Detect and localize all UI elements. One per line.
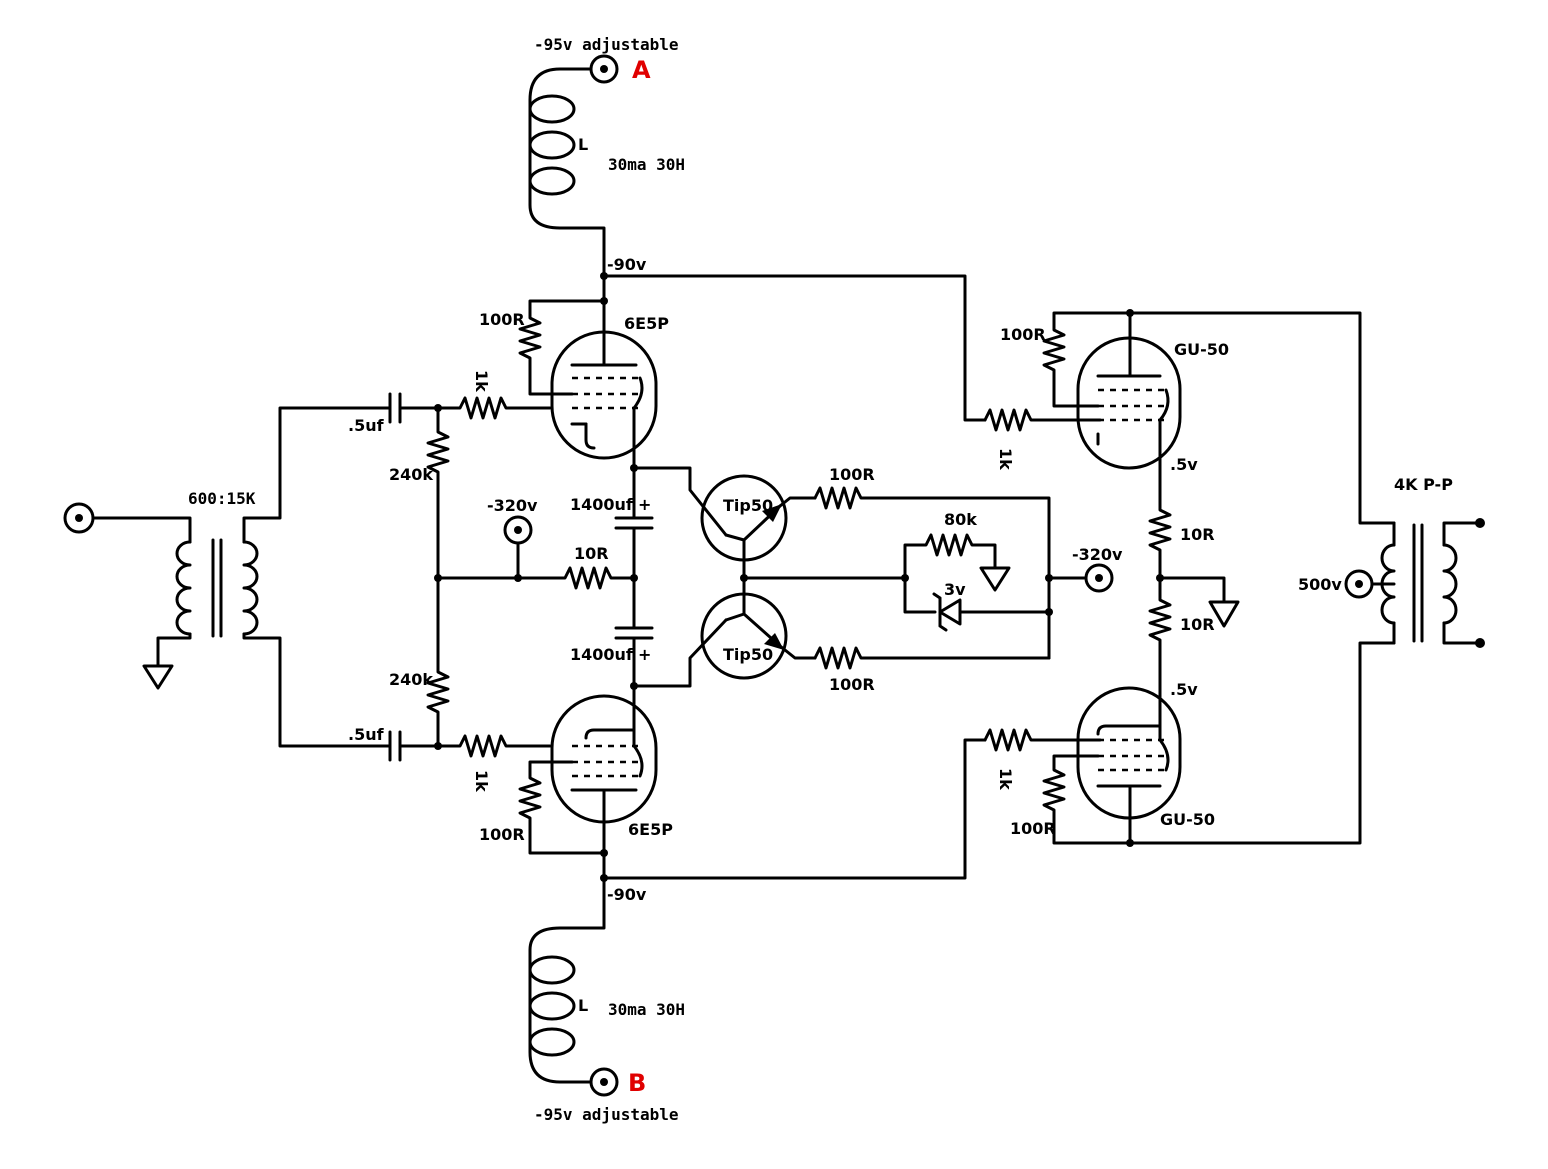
emitter-resistor-top xyxy=(813,486,1051,660)
grid-leak-resistor-top xyxy=(426,406,450,580)
grid-stopper-output-top xyxy=(983,408,1102,432)
output-ground-symbol xyxy=(1208,600,1240,628)
grid-stopper-driver-bottom-label: 1k xyxy=(472,770,491,792)
cathode-capacitor-top-plus: + xyxy=(638,495,651,514)
zener-diode xyxy=(903,576,1051,632)
transistor-bottom xyxy=(632,576,817,688)
speaker-terminal-bottom xyxy=(1475,638,1485,648)
cathode-resistor-bottom xyxy=(1148,576,1172,722)
neg-supply-terminal-right-label: -320v xyxy=(1072,545,1123,564)
b-plus-label: 500v xyxy=(1298,575,1342,594)
coupling-capacitor-top xyxy=(388,392,440,424)
supply-top-adjustable-label: -95v adjustable xyxy=(534,35,679,54)
plate-wire-top xyxy=(1128,311,1396,525)
output-transformer-label: 4K P-P xyxy=(1394,475,1453,494)
coupling-capacitor-bottom xyxy=(388,730,440,762)
grid-leak-resistor-bottom-label: 240k xyxy=(389,670,433,689)
ground-symbol xyxy=(142,664,174,690)
terminal-a-label: A xyxy=(632,56,651,84)
choke-top-value-label: 30ma 30H xyxy=(608,155,685,174)
transistor-top-label: Tip50 xyxy=(723,496,773,515)
g2-resistor-output-bottom xyxy=(1042,754,1132,845)
rail-top-wire xyxy=(602,274,987,422)
cathode-voltage-top-label: .5v xyxy=(1170,455,1198,474)
bias-ground-symbol xyxy=(979,566,1011,592)
g2-resistor-output-bottom-label: 100R xyxy=(1010,819,1056,838)
emitter-resistor-bottom xyxy=(813,646,1051,670)
coupling-capacitor-top-label: .5uf xyxy=(348,416,385,435)
output-transformer xyxy=(1380,521,1482,645)
emitter-resistor-bottom-label: 100R xyxy=(829,675,875,694)
center-resistor xyxy=(436,566,636,590)
rail-bottom-label: -90v xyxy=(607,885,647,904)
choke-bottom xyxy=(528,876,606,1084)
supply-terminal-a xyxy=(589,54,619,84)
cathode-capacitor-top xyxy=(614,466,654,580)
neg-supply-terminal-right xyxy=(1047,563,1114,593)
bias-resistor xyxy=(903,533,997,580)
grid-stopper-output-bottom-label: 1k xyxy=(996,768,1015,790)
neg-supply-terminal-left-label: -320v xyxy=(487,496,538,515)
grid-stopper-output-bottom xyxy=(983,728,1102,752)
bias-resistor-label: 80k xyxy=(944,510,977,529)
supply-bottom-adjustable-label: -95v adjustable xyxy=(534,1105,679,1124)
output-tube-bottom-label: GU-50 xyxy=(1160,810,1215,829)
output-tube-top xyxy=(1076,311,1182,506)
coupling-capacitor-bottom-label: .5uf xyxy=(348,725,385,744)
cathode-capacitor-bottom-plus: + xyxy=(638,645,651,664)
center-resistor-label: 10R xyxy=(574,544,609,563)
terminal-b-label: B xyxy=(628,1069,646,1097)
g2-resistor-output-top-label: 100R xyxy=(1000,325,1046,344)
zener-diode-label: 3v xyxy=(944,580,966,599)
g2-resistor-driver-top xyxy=(518,299,606,396)
b-plus-terminal xyxy=(1344,569,1396,599)
g2-resistor-driver-bottom-label: 100R xyxy=(479,825,525,844)
rail-bottom-wire xyxy=(602,738,987,880)
g2-resistor-output-top xyxy=(1042,311,1132,408)
driver-tube-bottom xyxy=(550,684,658,824)
cathode-capacitor-bottom xyxy=(614,576,654,688)
driver-tube-top xyxy=(550,330,658,470)
rail-top-label: -90v xyxy=(607,255,647,274)
grid-leak-resistor-bottom xyxy=(426,576,450,748)
grid-stopper-driver-top-label: 1k xyxy=(472,370,491,392)
neg-supply-terminal-left xyxy=(503,515,533,580)
grid-leak-resistor-top-label: 240k xyxy=(389,465,433,484)
supply-terminal-b xyxy=(589,1067,619,1097)
choke-bottom-value-label: 30ma 30H xyxy=(608,1000,685,1019)
g2-resistor-driver-top-label: 100R xyxy=(479,310,525,329)
input-jack xyxy=(63,502,95,534)
input-transformer xyxy=(91,406,392,748)
cathode-capacitor-top-label: 1400uf xyxy=(570,495,634,514)
cathode-resistor-bottom-label: 10R xyxy=(1180,615,1215,634)
transistor-top xyxy=(632,466,817,580)
speaker-terminal-top xyxy=(1475,518,1485,528)
cathode-voltage-bottom-label: .5v xyxy=(1170,680,1198,699)
cathode-resistor-top xyxy=(1148,466,1172,580)
choke-top-ref-label: L xyxy=(578,135,588,154)
input-transformer-label: 600:15K xyxy=(188,489,256,508)
grid-stopper-driver-top xyxy=(436,396,552,420)
transistor-bottom-label: Tip50 xyxy=(723,645,773,664)
output-tube-top-label: GU-50 xyxy=(1174,340,1229,359)
output-tube-bottom xyxy=(1076,686,1182,845)
driver-tube-bottom-label: 6E5P xyxy=(628,820,673,839)
grid-stopper-driver-bottom xyxy=(436,734,552,758)
choke-bottom-ref-label: L xyxy=(578,996,588,1015)
g2-resistor-driver-bottom xyxy=(518,760,606,855)
grid-stopper-output-top-label: 1k xyxy=(996,448,1015,470)
cathode-capacitor-bottom-label: 1400uf xyxy=(570,645,634,664)
plate-wire-bottom xyxy=(1128,641,1396,845)
driver-tube-top-label: 6E5P xyxy=(624,314,669,333)
cathode-resistor-top-label: 10R xyxy=(1180,525,1215,544)
emitter-resistor-top-label: 100R xyxy=(829,465,875,484)
choke-top xyxy=(528,67,606,278)
